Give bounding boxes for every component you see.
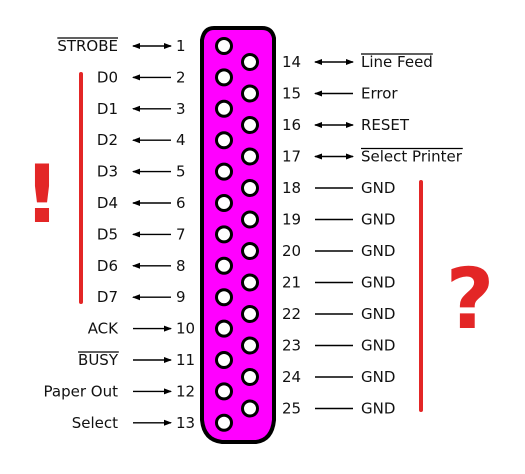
signal-label-pin-2: D0 bbox=[97, 68, 118, 86]
pin-number-9: 9 bbox=[176, 288, 186, 306]
question-mark-icon: ? bbox=[446, 250, 495, 348]
signal-label-pin-20: GND bbox=[361, 242, 395, 260]
signal-label-pin-13: Select bbox=[72, 414, 118, 432]
pin-hole-4 bbox=[215, 131, 233, 150]
pin-hole-15 bbox=[241, 84, 259, 103]
data-lines-red-bar bbox=[79, 72, 83, 304]
pin-number-25: 25 bbox=[282, 400, 301, 418]
pin-hole-20 bbox=[241, 242, 259, 260]
pin-number-15: 15 bbox=[282, 85, 301, 103]
signal-label-pin-6: D4 bbox=[97, 194, 118, 212]
pin-hole-21 bbox=[241, 273, 259, 292]
signal-label-pin-14: Line Feed bbox=[361, 53, 433, 71]
pin-number-11: 11 bbox=[176, 351, 195, 369]
signal-label-pin-8: D6 bbox=[97, 257, 118, 275]
pin-hole-22 bbox=[241, 305, 259, 323]
signal-label-pin-16: RESET bbox=[361, 116, 410, 134]
signal-label-pin-11: BUSY bbox=[78, 351, 119, 369]
signal-label-pin-10: ACK bbox=[88, 320, 119, 338]
signal-label-pin-17: Select Printer bbox=[361, 148, 463, 166]
pin-hole-13 bbox=[215, 413, 233, 432]
pin-number-8: 8 bbox=[176, 257, 186, 275]
pin-number-4: 4 bbox=[176, 131, 186, 149]
signal-label-pin-25: GND bbox=[361, 400, 395, 418]
right-pin-labels: 14 Line Feed 15 Error 16 RESET 17 Select Printe… bbox=[282, 53, 463, 418]
signal-label-pin-24: GND bbox=[361, 368, 395, 386]
pin-hole-5 bbox=[215, 162, 233, 181]
signal-label-pin-7: D5 bbox=[97, 225, 118, 243]
signal-label-pin-19: GND bbox=[361, 211, 395, 229]
pin-number-16: 16 bbox=[282, 116, 301, 134]
pin-number-22: 22 bbox=[282, 305, 301, 323]
pin-hole-23 bbox=[241, 336, 259, 355]
connector-pins bbox=[215, 37, 259, 432]
signal-label-pin-21: GND bbox=[361, 274, 395, 292]
signal-label-pin-18: GND bbox=[361, 179, 395, 197]
pin-hole-3 bbox=[215, 99, 233, 118]
pin-hole-25 bbox=[241, 399, 259, 418]
pin-hole-11 bbox=[215, 351, 233, 369]
pin-number-2: 2 bbox=[176, 68, 186, 86]
pin-hole-18 bbox=[241, 179, 259, 197]
signal-label-pin-22: GND bbox=[361, 305, 395, 323]
pin-number-20: 20 bbox=[282, 242, 301, 260]
signal-label-pin-4: D2 bbox=[97, 131, 118, 149]
signal-label-pin-5: D3 bbox=[97, 163, 118, 181]
ground-lines-red-bar bbox=[419, 180, 423, 412]
pin-number-18: 18 bbox=[282, 179, 301, 197]
db25-connector-body bbox=[200, 26, 276, 444]
pin-number-3: 3 bbox=[176, 100, 186, 118]
signal-label-pin-3: D1 bbox=[97, 100, 118, 118]
signal-label-pin-23: GND bbox=[361, 337, 395, 355]
pin-number-13: 13 bbox=[176, 414, 195, 432]
pin-number-21: 21 bbox=[282, 274, 301, 292]
pin-number-6: 6 bbox=[176, 194, 186, 212]
signal-label-pin-9: D7 bbox=[97, 288, 118, 306]
pin-hole-10 bbox=[215, 319, 233, 338]
pin-number-24: 24 bbox=[282, 368, 301, 386]
pin-number-14: 14 bbox=[282, 53, 301, 71]
pin-hole-12 bbox=[215, 382, 233, 401]
signal-label-pin-15: Error bbox=[361, 85, 398, 103]
pin-hole-17 bbox=[241, 147, 259, 166]
pin-hole-6 bbox=[215, 194, 233, 212]
signal-label-pin-12: Paper Out bbox=[44, 382, 119, 400]
pin-hole-24 bbox=[241, 368, 259, 386]
pin-number-5: 5 bbox=[176, 163, 186, 181]
signal-label-pin-1: STROBE bbox=[57, 37, 118, 55]
pin-hole-14 bbox=[241, 53, 259, 71]
pin-hole-16 bbox=[241, 116, 259, 134]
pin-hole-7 bbox=[215, 225, 233, 244]
pin-number-7: 7 bbox=[176, 225, 186, 243]
pin-hole-19 bbox=[241, 210, 259, 229]
pin-number-10: 10 bbox=[176, 320, 195, 338]
pin-hole-1 bbox=[215, 37, 233, 55]
pin-hole-8 bbox=[215, 256, 233, 275]
pin-hole-2 bbox=[215, 68, 233, 87]
pin-number-1: 1 bbox=[176, 37, 186, 55]
pin-number-12: 12 bbox=[176, 382, 195, 400]
pin-number-17: 17 bbox=[282, 148, 301, 166]
pin-number-23: 23 bbox=[282, 337, 301, 355]
pin-number-19: 19 bbox=[282, 211, 301, 229]
left-pin-labels: 1 STROBE 2 D0 3 D1 4 D2 5 D3 6 D4 7 D5 8 D6 9 D7 10 ACK 11 BU… bbox=[44, 37, 196, 432]
exclamation-mark-icon: ! bbox=[24, 148, 60, 241]
pin-hole-9 bbox=[215, 288, 233, 307]
